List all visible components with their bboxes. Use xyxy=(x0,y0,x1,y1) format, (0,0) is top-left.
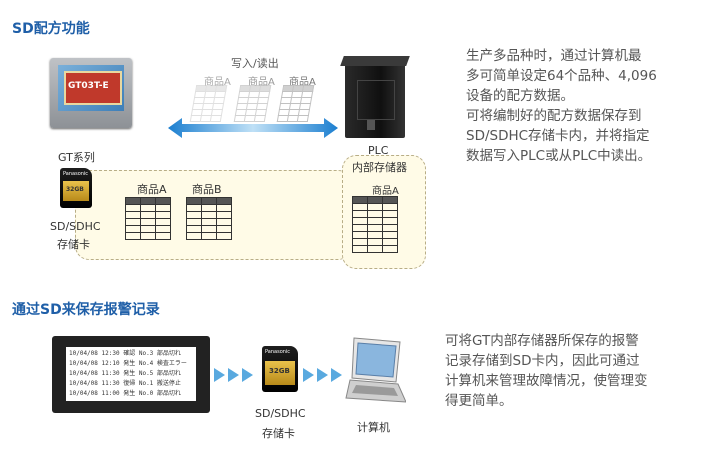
sd-brand: Panasonic xyxy=(63,171,89,177)
plc-table-title: 商品A xyxy=(372,186,399,197)
plc-label-2: 内部存储器 xyxy=(352,161,407,174)
product-b-table xyxy=(186,197,232,240)
triangle-arrow-icon xyxy=(317,368,328,382)
sd-capacity: 32GB xyxy=(269,367,290,375)
gt-panel-icon: GT03T-E xyxy=(50,58,132,128)
gt-screen-text: GT03T-E xyxy=(68,81,109,91)
sd-label-1: SD/SDHC xyxy=(50,220,101,233)
sd-label-2: 存储卡 xyxy=(262,427,295,440)
plc-table xyxy=(352,196,398,253)
alarm-panel: 10/04/08 12:30 確認 No.3 部品切れ 10/04/08 12:… xyxy=(52,336,210,413)
triangle-arrow-icon xyxy=(303,368,314,382)
triangle-arrow-icon xyxy=(331,368,342,382)
alarm-row: 10/04/08 11:30 復帰 No.1 搬送停止 xyxy=(69,380,181,387)
ghost-label-1: 商品A xyxy=(204,77,231,88)
alarm-log: 10/04/08 12:30 確認 No.3 部品切れ 10/04/08 12:… xyxy=(66,347,196,401)
section2-description: 可将GT内部存储器所保存的报警 记录存储到SD卡内，因此可通过 计算机来管理故障… xyxy=(445,333,648,409)
alarm-row: 10/04/08 12:10 発生 No.4 検査エラー xyxy=(69,360,187,367)
sd-brand: Panasonic xyxy=(265,349,291,355)
section1-description: 生产多品种时，通过计算机最 多可简单设定64个品种、4,096 设备的配方数据。… xyxy=(466,48,657,164)
sd-label-2: 存储卡 xyxy=(57,238,90,251)
section2-title: 通过SD来保存报警记录 xyxy=(12,302,160,318)
ghost-label-2: 商品A xyxy=(248,77,275,88)
triangle-arrow-icon xyxy=(214,368,225,382)
product-a-label: 商品A xyxy=(137,183,167,196)
alarm-row: 10/04/08 12:30 確認 No.3 部品切れ xyxy=(69,350,181,357)
laptop-icon xyxy=(345,337,406,403)
plc-label-1: PLC xyxy=(368,144,389,157)
alarm-row: 10/04/08 11:30 発生 No.5 部品切れ xyxy=(69,370,181,377)
ghost-label-3: 商品A xyxy=(289,77,316,88)
plc-icon xyxy=(340,56,410,138)
rw-label: 写入/读出 xyxy=(231,57,279,70)
product-b-label: 商品B xyxy=(192,183,222,196)
gt-label: GT系列 xyxy=(58,151,95,164)
sd-capacity: 32GB xyxy=(66,186,84,193)
alarm-row: 10/04/08 11:00 発生 No.0 部品切れ xyxy=(69,390,181,397)
pc-label: 计算机 xyxy=(357,421,390,434)
triangle-arrow-icon xyxy=(242,368,253,382)
product-a-table xyxy=(125,197,171,240)
sd-label-1: SD/SDHC xyxy=(255,407,306,420)
triangle-arrow-icon xyxy=(228,368,239,382)
sd-card-icon: Panasonic 32GB xyxy=(60,168,92,208)
section1-title: SD配方功能 xyxy=(12,21,90,37)
double-arrow-icon xyxy=(168,118,338,138)
sd-card-icon: Panasonic 32GB xyxy=(262,346,298,392)
